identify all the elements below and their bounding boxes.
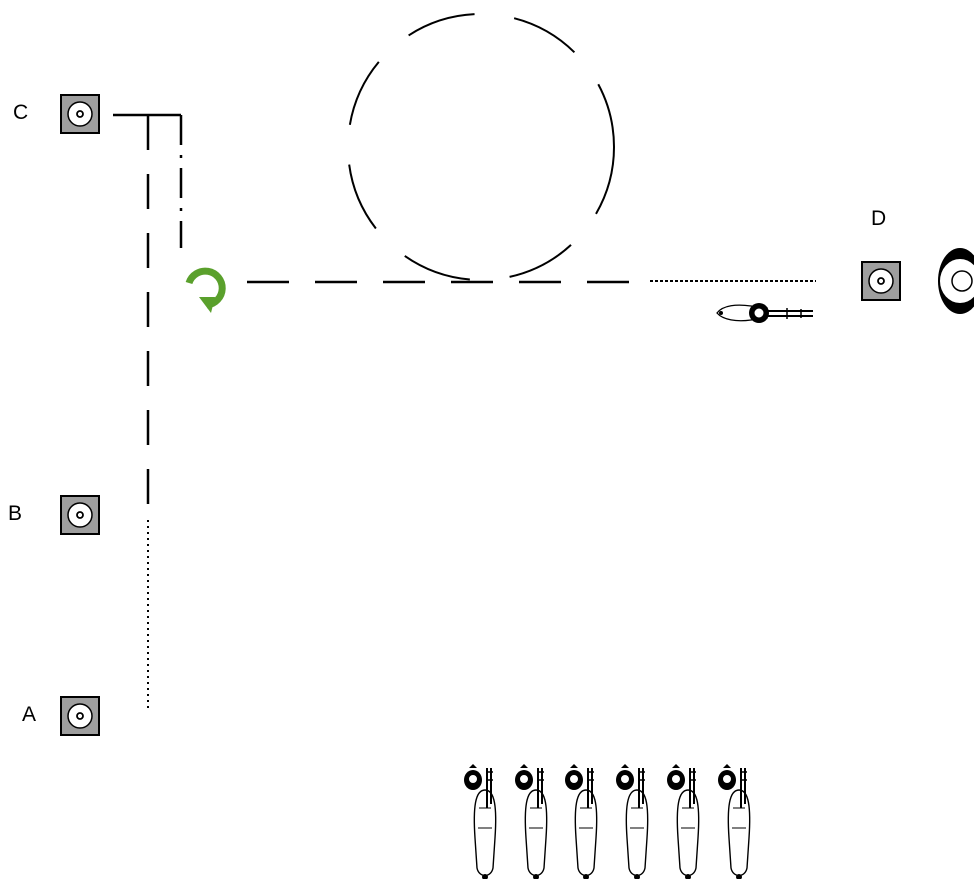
parked-car-icon (616, 764, 648, 879)
speaker-marker-icon (61, 95, 99, 133)
marker-label-b: B (8, 502, 22, 526)
marker-label-d: D (871, 207, 886, 231)
speaker-marker-icon (61, 697, 99, 735)
marker-label-c: C (13, 101, 28, 125)
car-icon (717, 303, 813, 323)
parked-car-icon (515, 764, 547, 879)
rotate-arrow-icon (189, 271, 222, 313)
speaker-marker-icon (61, 496, 99, 534)
parked-car-icon (718, 764, 750, 879)
marker-label-a: A (22, 703, 36, 727)
parked-car-icon (464, 764, 496, 879)
parked-car-icon (565, 764, 597, 879)
vehicle-top-icon (938, 247, 974, 315)
parked-car-icon (667, 764, 699, 879)
loop-circle (348, 14, 614, 280)
speaker-marker-icon (862, 262, 900, 300)
